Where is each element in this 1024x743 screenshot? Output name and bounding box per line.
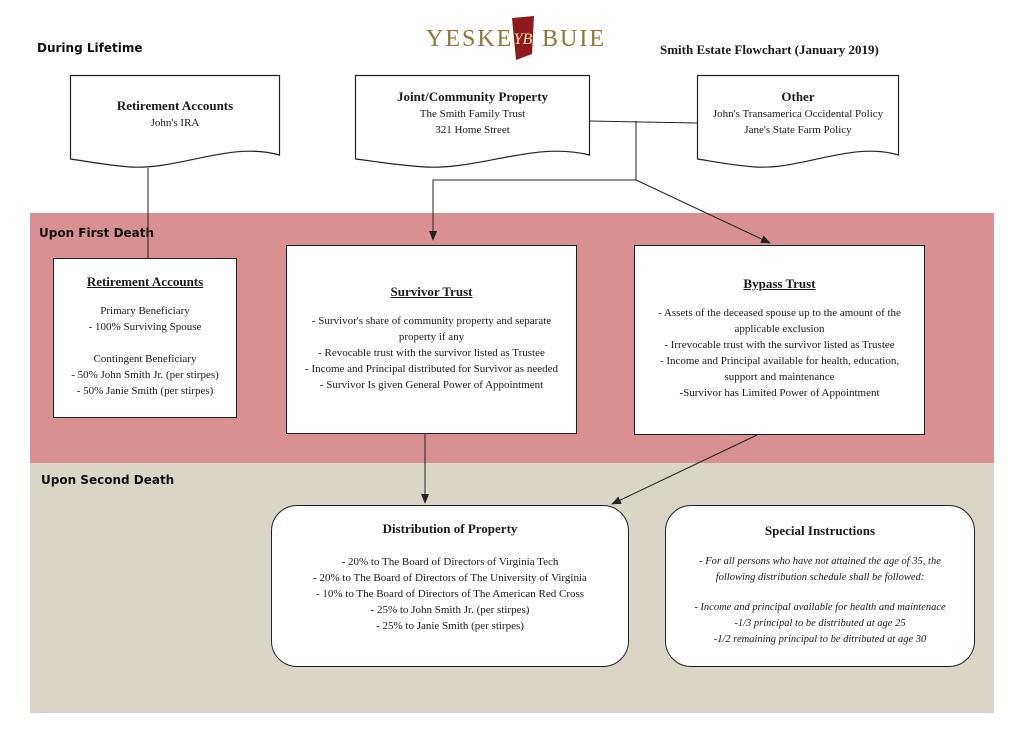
section-label-first-death: Upon First Death: [39, 226, 155, 240]
special-instructions-intro: - For all persons who have not attained …: [699, 556, 941, 583]
survivor-trust-line-3: - Income and Principal distributed for S…: [305, 363, 558, 375]
contingent-beneficiary-line-1: - 50% John Smith Jr. (per stirpes): [71, 369, 219, 381]
lifetime-other-content: Other John's Transamerica Occidental Pol…: [697, 88, 899, 138]
logo-mark-letters: YB: [514, 31, 533, 48]
primary-beneficiary-line: - 100% Surviving Spouse: [88, 321, 202, 333]
first-death-retirement-box: Retirement Accounts Primary Beneficiary …: [53, 258, 237, 418]
section-label-second-death: Upon Second Death: [41, 473, 175, 487]
lifetime-joint-box: [354, 74, 591, 168]
lifetime-joint-content: Joint/Community Property The Smith Famil…: [355, 88, 590, 138]
lifetime-retirement-content: Retirement Accounts John's IRA: [70, 97, 280, 131]
survivor-trust-title: Survivor Trust: [390, 284, 473, 299]
distribution-title: Distribution of Property: [382, 521, 518, 536]
survivor-trust-line-4: - Survivor Is given General Power of App…: [319, 379, 544, 391]
special-instructions-box: Special Instructions - For all persons w…: [665, 505, 975, 667]
first-death-retirement-title: Retirement Accounts: [86, 274, 204, 289]
arrow-to-bypass-trust: [635, 179, 771, 244]
lifetime-other-line-2: Jane's State Farm Policy: [744, 124, 852, 136]
arrow-to-survivor-trust: [429, 179, 636, 241]
yeske-buie-logo: YESKE YB BUIE: [420, 14, 605, 64]
logo-text-right: BUIE: [542, 26, 606, 52]
arrow-bypass-to-distribution: [611, 434, 758, 505]
lifetime-retirement-box: [69, 74, 281, 168]
lifetime-retirement-line: John's IRA: [150, 117, 200, 129]
bypass-trust-line-2: - Irrevocable trust with the survivor li…: [664, 339, 895, 351]
primary-beneficiary-heading: Primary Beneficiary: [100, 305, 190, 317]
bypass-trust-line-1: - Assets of the deceased spouse up to th…: [658, 307, 901, 335]
survivor-trust-box: Survivor Trust - Survivor's share of com…: [286, 245, 577, 434]
section-label-lifetime: During Lifetime: [37, 41, 143, 55]
page-title: Smith Estate Flowchart (January 2019): [660, 42, 879, 57]
lifetime-joint-line-2: 321 Home Street: [435, 124, 510, 136]
distribution-of-property-box: Distribution of Property - 20% to The Bo…: [271, 505, 629, 667]
lifetime-retirement-title: Retirement Accounts: [116, 98, 234, 113]
bypass-trust-title: Bypass Trust: [743, 276, 816, 291]
bypass-trust-line-3: - Income and Principal available for hea…: [659, 355, 900, 383]
lifetime-other-line-1: John's Transamerica Occidental Policy: [712, 108, 884, 120]
distribution-line-1: - 20% to The Board of Directors of Virgi…: [341, 556, 559, 568]
distribution-line-3: - 10% to The Board of Directors of The A…: [315, 588, 585, 600]
distribution-line-5: - 25% to Janie Smith (per stirpes): [376, 620, 524, 632]
lifetime-joint-line-1: The Smith Family Trust: [419, 108, 526, 120]
bypass-trust-box: Bypass Trust - Assets of the deceased sp…: [634, 245, 925, 435]
contingent-beneficiary-heading: Contingent Beneficiary: [93, 353, 197, 365]
logo-text-left: YESKE: [426, 26, 514, 52]
logo-mark-icon: YB: [512, 16, 534, 60]
lifetime-joint-title: Joint/Community Property: [396, 89, 549, 104]
connector-other-to-joint: [589, 120, 698, 124]
special-instructions-line-2: -1/3 principal to be distributed at age …: [734, 618, 906, 629]
survivor-trust-line-1: - Survivor's share of community property…: [311, 315, 552, 343]
contingent-beneficiary-line-2: - 50% Janie Smith (per stirpes): [76, 385, 214, 397]
survivor-trust-line-2: - Revocable trust with the survivor list…: [318, 347, 545, 359]
special-instructions-line-1: - Income and principal available for hea…: [694, 602, 946, 613]
special-instructions-line-3: -1/2 remaining principal to be ditribute…: [713, 634, 927, 645]
distribution-line-4: - 25% to John Smith Jr. (per stirpes): [370, 604, 530, 616]
distribution-line-2: - 20% to The Board of Directors of The U…: [313, 572, 587, 584]
bypass-trust-line-4: -Survivor has Limited Power of Appointme…: [679, 387, 880, 399]
lifetime-other-box: [696, 74, 900, 168]
lifetime-other-title: Other: [781, 89, 815, 104]
special-instructions-title: Special Instructions: [764, 523, 876, 538]
